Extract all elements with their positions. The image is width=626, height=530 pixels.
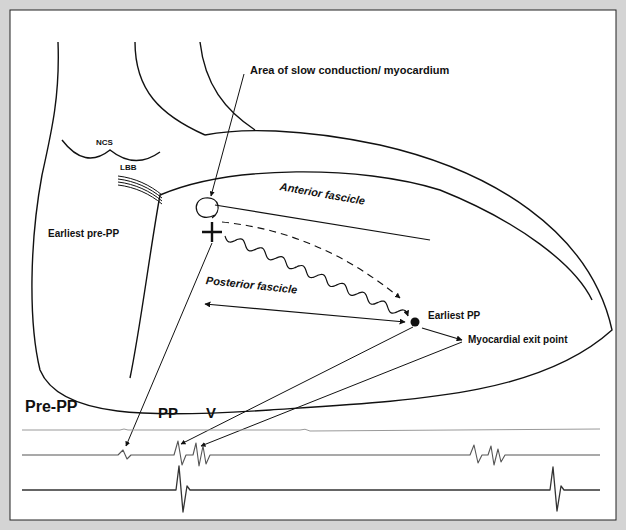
- leader-line: [211, 74, 244, 196]
- leader-line: [181, 327, 413, 444]
- signal-label: Pre-PP: [25, 398, 77, 416]
- ecg-trace: [22, 441, 600, 466]
- posterior-fascicle: [205, 304, 405, 322]
- pre-pp-cross: [202, 222, 222, 242]
- exit-arrow: [422, 328, 462, 340]
- ventricle-outline: [32, 42, 612, 414]
- signal-label: V: [206, 404, 216, 421]
- anterior-fascicle: [215, 205, 430, 240]
- wavy-line: [225, 236, 408, 316]
- vessel-wall: [200, 42, 255, 130]
- white-panel: [10, 10, 616, 520]
- earliest-pp-dot: [411, 318, 420, 327]
- part-label: Posterior fascicle: [205, 274, 298, 296]
- leader-line: [126, 243, 212, 446]
- ecg-trace: [22, 429, 600, 431]
- aorta-wall: [135, 42, 205, 135]
- callout-label: Myocardial exit point: [468, 334, 567, 346]
- part-label: Anterior fascicle: [279, 180, 366, 207]
- left-bundle-branch: [118, 176, 162, 204]
- part-label: LBB: [120, 163, 136, 172]
- slow-conduction-wave: [225, 236, 408, 316]
- part-label: NCS: [96, 138, 113, 147]
- ecg-trace: [22, 466, 600, 512]
- septum-contour: [130, 172, 592, 378]
- signal-label: PP: [158, 404, 178, 421]
- callout-label: Area of slow conduction/ myocardium: [250, 64, 449, 77]
- callout-label: Earliest pre-PP: [48, 228, 119, 240]
- callout-label: Earliest PP: [428, 310, 480, 322]
- slow-conduction-curl: [196, 198, 218, 218]
